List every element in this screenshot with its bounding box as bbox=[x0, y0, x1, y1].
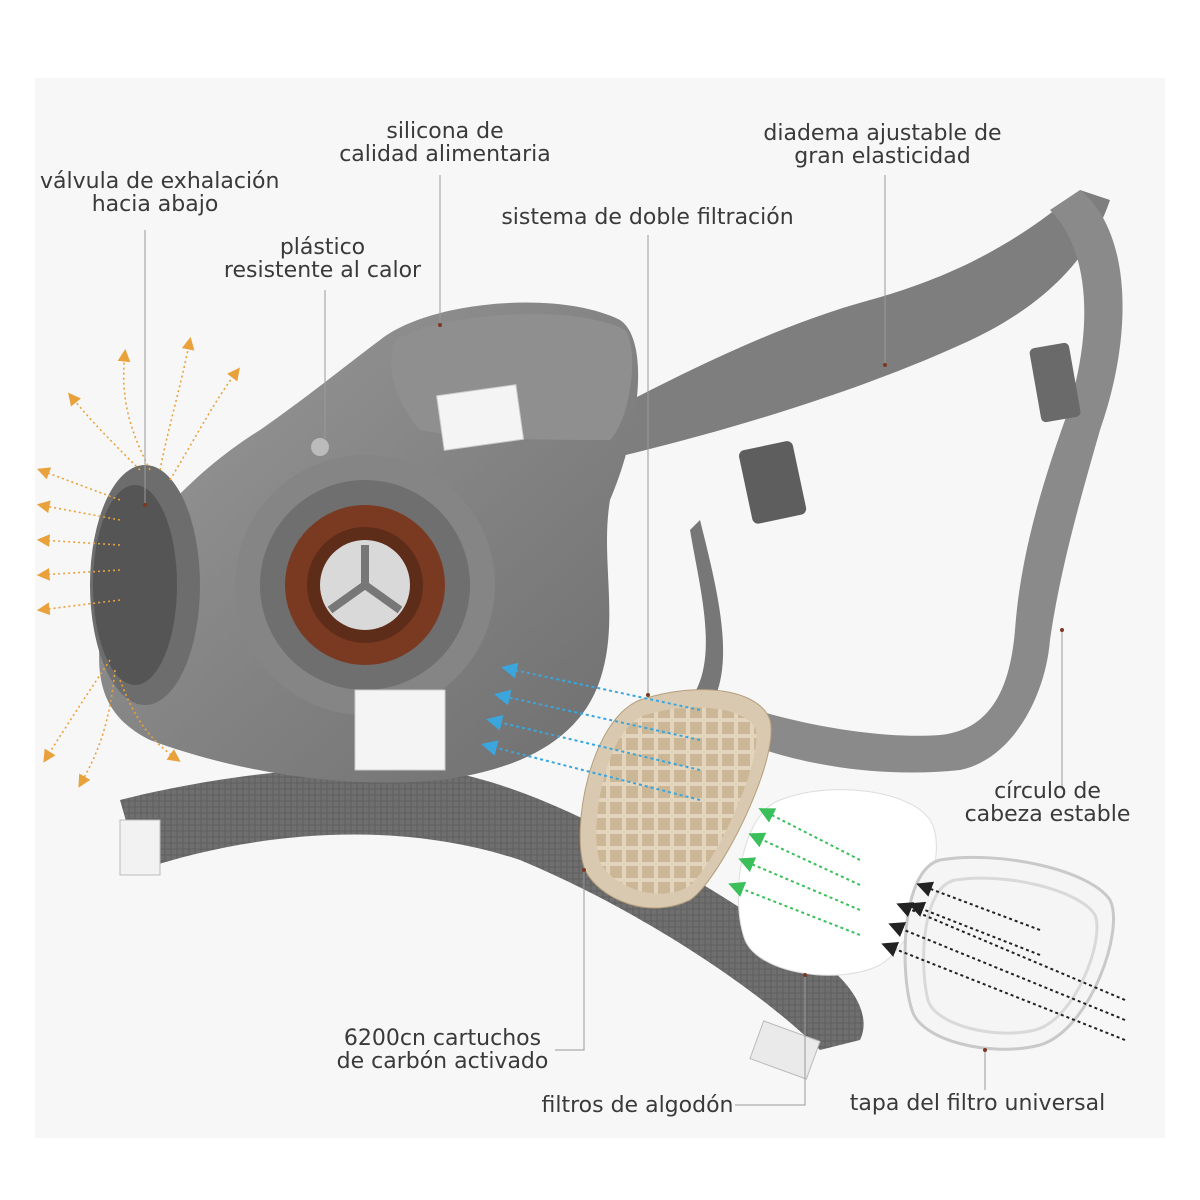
label-line: cabeza estable bbox=[964, 802, 1131, 827]
label-stable-head-circle: círculo de cabeza estable bbox=[950, 780, 1145, 826]
mask-body bbox=[90, 302, 639, 783]
label-line: círculo de bbox=[994, 779, 1101, 804]
label-line: silicona de bbox=[386, 119, 504, 144]
label-cotton-filters: filtros de algodón bbox=[535, 1094, 740, 1117]
label-line: válvula de exhalación bbox=[40, 169, 280, 194]
lower-strap bbox=[119, 767, 864, 1080]
label-carbon-cartridges: 6200cn cartuchos de carbón activado bbox=[330, 1027, 555, 1073]
label-line: de carbón activado bbox=[336, 1049, 549, 1074]
label-line: sistema de doble filtración bbox=[501, 205, 794, 230]
label-food-silicone: silicona de calidad alimentaria bbox=[335, 120, 555, 166]
label-double-filtration: sistema de doble filtración bbox=[495, 206, 800, 229]
label-exhalation-valve: válvula de exhalación hacia abajo bbox=[40, 169, 280, 217]
leader-dots bbox=[143, 323, 1064, 1052]
leader-lines bbox=[144, 175, 1063, 1106]
label-line: gran elasticidad bbox=[794, 144, 971, 169]
carbon-cartridge bbox=[579, 689, 772, 909]
label-line: diadema ajustable de bbox=[763, 121, 1002, 146]
label-line: calidad alimentaria bbox=[339, 142, 551, 167]
label-line: plástico bbox=[279, 235, 366, 260]
label-line: tapa del filtro universal bbox=[849, 1091, 1106, 1116]
label-line: 6200cn cartuchos bbox=[343, 1026, 542, 1051]
headband bbox=[535, 190, 1123, 773]
label-universal-filter-cap: tapa del filtro universal bbox=[845, 1092, 1110, 1115]
filter-cap bbox=[903, 855, 1115, 1051]
label-line: hacia abajo bbox=[91, 192, 219, 217]
inhaled-air-arrows bbox=[481, 662, 1126, 1041]
label-heat-plastic: plástico resistente al calor bbox=[215, 236, 430, 282]
label-line: resistente al calor bbox=[223, 258, 422, 283]
label-adjustable-headband: diadema ajustable de gran elasticidad bbox=[755, 122, 1010, 168]
label-line: filtros de algodón bbox=[541, 1093, 734, 1118]
exhaled-air-arrows bbox=[36, 336, 240, 788]
